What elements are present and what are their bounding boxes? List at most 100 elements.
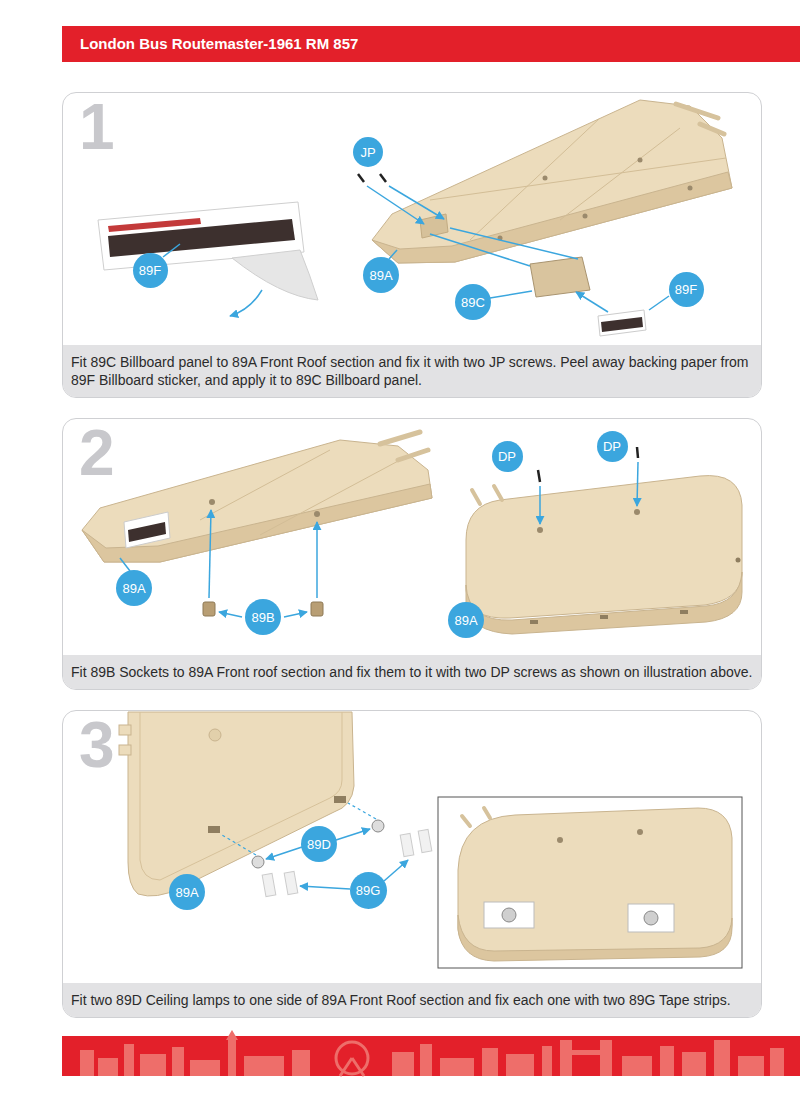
instruction-band: Fit 89C Billboard panel to 89A Front Roo… (63, 345, 761, 397)
step2-illustration (537, 527, 543, 533)
step1-illustration (367, 186, 424, 224)
step1-illustration (530, 257, 590, 297)
step3-illustration (262, 829, 432, 896)
step1-illustration (232, 250, 318, 300)
step2-illustration (128, 522, 166, 542)
step2-illustration (203, 602, 215, 616)
footer-skyline (600, 1040, 612, 1076)
step3-illustration (140, 712, 342, 880)
step3-illustration (557, 837, 563, 843)
step2-illustration (209, 499, 215, 505)
step2-illustration (380, 432, 428, 460)
footer-skyline (682, 1052, 706, 1076)
step1-illustration (430, 234, 530, 266)
footer-skyline (542, 1046, 552, 1076)
step2-illustration (311, 602, 323, 616)
step2-illustration (124, 512, 170, 548)
header-bar (62, 26, 800, 62)
step2-illustration (736, 558, 741, 563)
callout-label: DP (498, 449, 516, 464)
footer-skyline (770, 1048, 784, 1076)
callout-label: 89B (251, 610, 274, 625)
step1-illustration (583, 214, 588, 219)
step1-illustration (598, 310, 646, 336)
step3-illustration (119, 745, 131, 755)
step2-illustration (530, 620, 538, 624)
step1-illustration (230, 290, 262, 316)
footer-skyline (124, 1044, 134, 1076)
step-panel: 2Fit 89B Sockets to 89A Front roof secti… (62, 418, 762, 690)
step3-illustration (119, 712, 742, 968)
step2-illustration (530, 558, 741, 625)
callout-bubble: 89C (455, 284, 491, 320)
step3-illustration (628, 904, 674, 932)
step1-illustration (490, 291, 532, 298)
step2-illustration (472, 486, 502, 504)
step2-illustration (600, 615, 608, 619)
step1-illustration (543, 176, 548, 181)
step3-illustration (119, 725, 131, 735)
step3-illustration (462, 808, 490, 826)
step-panel: 1Fit 89C Billboard panel to 89A Front Ro… (62, 92, 762, 398)
callout-bubble: DP (597, 431, 628, 462)
step2-illustration (82, 484, 432, 562)
step3-illustration (400, 833, 414, 856)
page-title: London Bus Routemaster-1961 RM 857 (62, 26, 800, 62)
callout-bubble: 89A (169, 874, 205, 910)
footer-skyline (420, 1044, 432, 1076)
step3-illustration (438, 797, 742, 968)
footer-skyline (482, 1048, 498, 1076)
step3-illustration (222, 803, 376, 855)
callout-bubble: 89F (133, 253, 168, 288)
footer-skyline (392, 1052, 414, 1076)
callout-label: 89F (139, 263, 161, 278)
callout-label: 89D (307, 837, 331, 852)
footer-skyline (190, 1060, 220, 1076)
step2-illustration (209, 510, 211, 598)
step3-illustration (502, 908, 516, 922)
step3-illustration (336, 829, 370, 840)
callout-label: JP (360, 145, 375, 160)
step3-illustration (266, 847, 302, 859)
step2-illustration (120, 558, 130, 571)
step3-illustration (252, 856, 264, 868)
step3-illustration (334, 796, 346, 803)
callout-label: 89A (175, 885, 198, 900)
step2-illustration (82, 432, 742, 634)
step3-illustration (458, 808, 732, 956)
footer-skyline (244, 1056, 284, 1076)
step1-illustration (576, 292, 608, 312)
step-number: 2 (79, 421, 115, 485)
callout-label: 89A (369, 268, 392, 283)
step1-illustration (372, 172, 732, 263)
step1-illustration (498, 158, 693, 241)
callout-label: 89G (356, 883, 381, 898)
footer-skyline (560, 1040, 572, 1076)
step2-illustration (316, 522, 318, 598)
footer-skyline (172, 1047, 184, 1076)
header-bar (62, 26, 800, 62)
step3-illustration (300, 886, 350, 889)
footer-skyline (98, 1058, 118, 1076)
footer-skyline (660, 1046, 674, 1076)
callout-bubble: 89B (245, 599, 281, 635)
step3-illustration (384, 860, 408, 881)
instruction-text: Fit 89B Sockets to 89A Front roof sectio… (71, 663, 753, 681)
step-panel: 3Fit two 89D Ceiling lamps to one side o… (62, 710, 762, 1018)
step2-illustration (637, 462, 638, 506)
step1-illustration (688, 186, 693, 191)
step3-illustration (637, 829, 643, 835)
step1-illustration (420, 214, 448, 238)
footer-skyline (140, 1054, 166, 1076)
step3-illustration (128, 712, 354, 896)
instruction-band: Fit two 89D Ceiling lamps to one side of… (63, 983, 761, 1017)
callout-label: 89F (675, 282, 697, 297)
callout-bubble: 89A (448, 602, 484, 638)
footer-skyline (440, 1058, 474, 1076)
callout-label: 89A (454, 613, 477, 628)
footer-skyline (80, 1030, 784, 1076)
step1-illustration (389, 186, 444, 219)
callout-bubble: JP (353, 137, 383, 167)
step1-illustration (676, 104, 724, 134)
step2-illustration (200, 450, 400, 535)
